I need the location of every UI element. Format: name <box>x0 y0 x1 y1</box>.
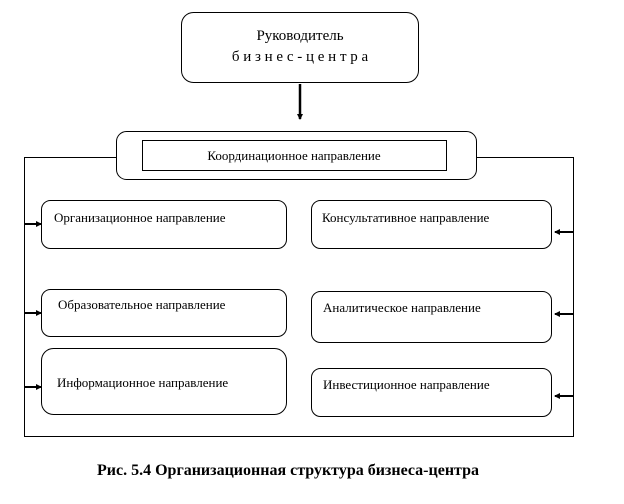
unit-label: Аналитическое направление <box>323 300 481 315</box>
left-unit-2: Образовательное направление <box>41 289 287 337</box>
unit-label: Образовательное направление <box>58 297 226 312</box>
right-unit-3: Инвестиционное направление <box>311 368 552 417</box>
unit-label: Организационное направление <box>54 210 226 225</box>
right-unit-2: Аналитическое направление <box>311 291 552 343</box>
coordination-box: Координационное направление <box>116 131 477 180</box>
unit-label: Консультативное направление <box>322 210 490 225</box>
unit-label: Информационное направление <box>57 375 228 390</box>
coordination-label: Координационное направление <box>207 148 381 163</box>
head-title-line1: Руководитель <box>256 28 343 44</box>
head-box: Руководитель б и з н е с - ц е н т р а <box>181 12 419 83</box>
figure-caption: Рис. 5.4 Организационная структура бизне… <box>97 462 479 479</box>
right-unit-1: Консультативное направление <box>311 200 552 249</box>
head-title-line2: б и з н е с - ц е н т р а <box>232 49 369 65</box>
left-unit-1: Организационное направление <box>41 200 287 249</box>
unit-label: Инвестиционное направление <box>323 377 490 392</box>
left-unit-3: Информационное направление <box>41 348 287 415</box>
